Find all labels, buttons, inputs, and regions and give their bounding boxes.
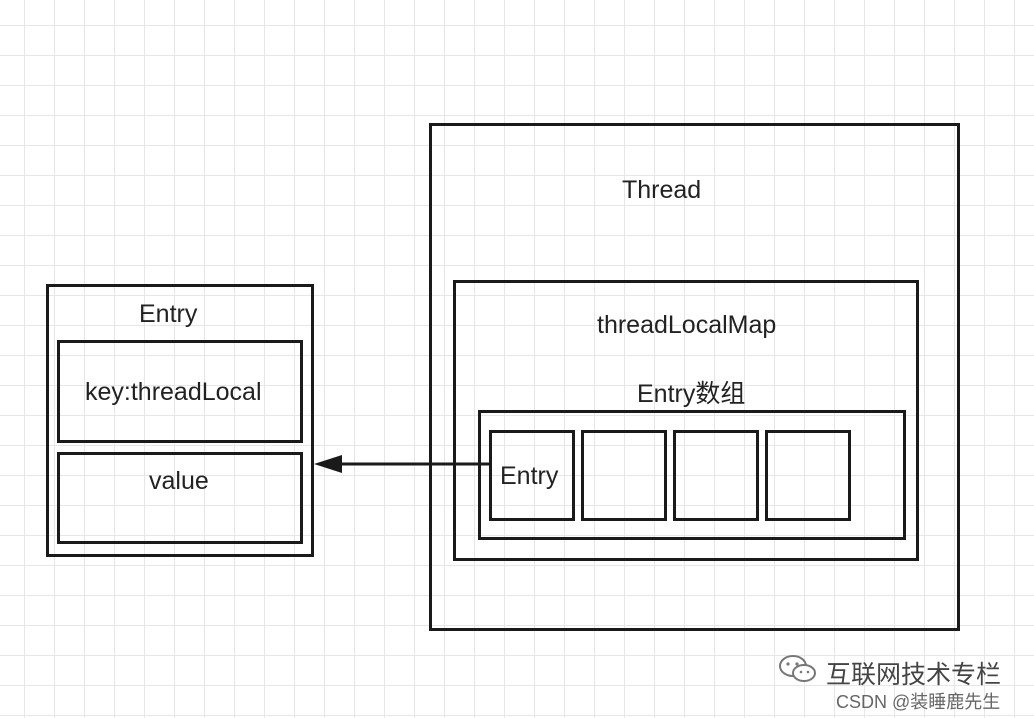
array-cell-entry: [489, 430, 575, 521]
thread-local-map-label: threadLocalMap: [597, 311, 777, 339]
entry-array-label: Entry数组: [637, 380, 746, 408]
array-cell: [581, 430, 667, 521]
thread-box: [429, 123, 960, 631]
wechat-icon: [779, 655, 816, 682]
entry-array-box: [478, 410, 906, 540]
arrow-head-icon: [314, 455, 342, 473]
array-cell-entry-label: Entry: [500, 462, 559, 490]
entry-key-label: key:threadLocal: [85, 378, 262, 406]
array-cell: [673, 430, 759, 521]
entry-box-title: Entry: [139, 300, 198, 328]
entry-value-box: [57, 452, 303, 544]
watermark-line1: 互联网技术专栏: [826, 661, 1002, 689]
entry-key-box: [57, 340, 303, 443]
entry-box: [46, 284, 314, 557]
thread-local-map-box: [453, 280, 919, 561]
watermark-line2: CSDN @装睡鹿先生: [836, 692, 1001, 712]
array-cell: [765, 430, 851, 521]
thread-label: Thread: [622, 176, 702, 204]
entry-value-label: value: [149, 467, 209, 495]
